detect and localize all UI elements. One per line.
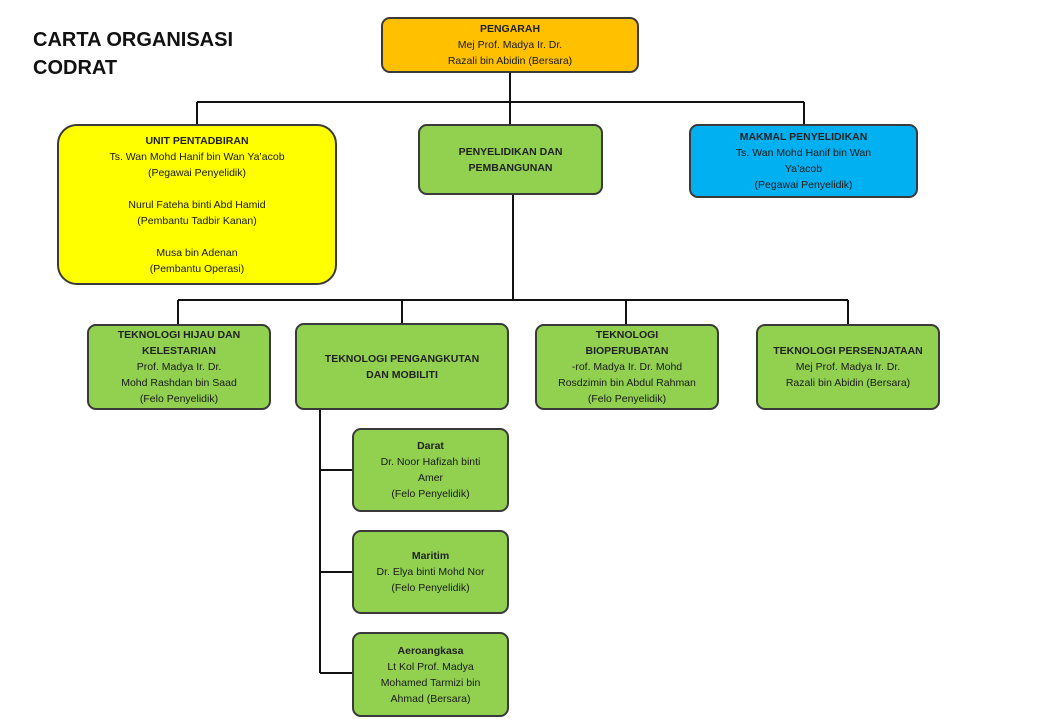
maritime-box: Maritim Dr. Elya binti Mohd Nor (Felo Pe… <box>352 530 509 614</box>
maritime-line-2: (Felo Penyelidik) <box>391 582 470 594</box>
rnd-box: PENYELIDIKAN DAN PEMBANGUNAN <box>418 124 603 195</box>
aero-line-3: Ahmad (Bersara) <box>390 692 471 705</box>
green-tech-box: TEKNOLOGI HIJAU DAN KELESTARIAN Prof. Ma… <box>87 324 271 410</box>
green-tech-line-1: Prof. Madya Ir. Dr. <box>136 361 222 373</box>
director-title: PENGARAH <box>479 23 541 35</box>
weapons-box: TEKNOLOGI PERSENJATAAN Mej Prof. Madya I… <box>756 324 940 410</box>
transport-title-line-2: DAN MOBILITI <box>366 368 438 381</box>
transport-box: TEKNOLOGI PENGANGKUTAN DAN MOBILITI <box>295 323 509 410</box>
green-tech-line-3: (Felo Penyelidik) <box>139 393 219 405</box>
director-box: PENGARAH Mej Prof. Madya Ir. Dr. Razali … <box>381 17 639 73</box>
land-box: Darat Dr. Noor Hafizah binti Amer (Felo … <box>352 428 509 512</box>
green-tech-title-line-1: TEKNOLOGI HIJAU DAN <box>117 329 241 341</box>
research-lab-box: MAKMAL PENYELIDIKAN Ts. Wan Mohd Hanif b… <box>689 124 918 198</box>
land-line-1: Dr. Noor Hafizah binti <box>380 456 481 468</box>
admin-person-1-role: (Pegawai Penyelidik) <box>147 166 247 179</box>
green-tech-title-line-2: KELESTARIAN <box>142 345 216 357</box>
biomed-line-2: Rosdzimin bin Abdul Rahman <box>558 377 696 389</box>
rnd-title-line-1: PENYELIDIKAN DAN <box>458 145 563 158</box>
admin-person-2-name: Nurul Fateha binti Abd Hamid <box>128 198 266 211</box>
director-name-line-2: Razali bin Abidin (Bersara) <box>447 55 573 67</box>
admin-unit-box: UNIT PENTADBIRAN Ts. Wan Mohd Hanif bin … <box>57 124 337 285</box>
biomed-line-3: (Felo Penyelidik) <box>587 393 667 405</box>
chart-title-line-1: CARTA ORGANISASI <box>33 29 233 51</box>
land-line-3: (Felo Penyelidik) <box>391 488 470 500</box>
green-tech-line-2: Mohd Rashdan bin Saad <box>121 377 237 389</box>
maritime-line-1: Dr. Elya binti Mohd Nor <box>376 566 485 578</box>
admin-person-3-role: (Pembantu Operasi) <box>149 262 245 275</box>
chart-title: CARTA ORGANISASI CODRAT <box>33 26 233 82</box>
rnd-title-line-2: PEMBANGUNAN <box>468 161 553 174</box>
aero-line-2: Mohamed Tarmizi bin <box>380 676 481 689</box>
weapons-line-2: Razali bin Abidin (Bersara) <box>785 377 911 389</box>
weapons-line-1: Mej Prof. Madya Ir. Dr. <box>795 361 901 373</box>
admin-unit-title: UNIT PENTADBIRAN <box>145 134 249 147</box>
aero-box: Aeroangkasa Lt Kol Prof. Madya Mohamed T… <box>352 632 509 717</box>
biomed-title-line-1: TEKNOLOGI <box>595 329 659 341</box>
biomed-box: TEKNOLOGI BIOPERUBATAN -rof. Madya Ir. D… <box>535 324 719 410</box>
director-name-line-1: Mej Prof. Madya Ir. Dr. <box>457 39 563 51</box>
research-lab-line-2: Ya’acob <box>784 163 823 175</box>
research-lab-title: MAKMAL PENYELIDIKAN <box>739 131 868 143</box>
biomed-title-line-2: BIOPERUBATAN <box>585 345 669 357</box>
biomed-line-1: -rof. Madya Ir. Dr. Mohd <box>571 361 683 373</box>
research-lab-line-3: (Pegawai Penyelidik) <box>754 179 853 191</box>
admin-person-3-name: Musa bin Adenan <box>156 246 238 259</box>
land-title: Darat <box>417 440 444 452</box>
weapons-title: TEKNOLOGI PERSENJATAAN <box>773 345 923 357</box>
chart-title-line-2: CODRAT <box>33 57 118 79</box>
aero-title: Aeroangkasa <box>397 644 464 657</box>
research-lab-line-1: Ts. Wan Mohd Hanif bin Wan <box>735 147 872 159</box>
maritime-title: Maritim <box>411 550 450 562</box>
transport-title-line-1: TEKNOLOGI PENGANGKUTAN <box>324 352 480 365</box>
admin-person-1-name: Ts. Wan Mohd Hanif bin Wan Ya’acob <box>109 150 285 163</box>
admin-person-2-role: (Pembantu Tadbir Kanan) <box>137 214 257 227</box>
aero-line-1: Lt Kol Prof. Madya <box>387 660 474 673</box>
land-line-2: Amer <box>417 472 444 484</box>
